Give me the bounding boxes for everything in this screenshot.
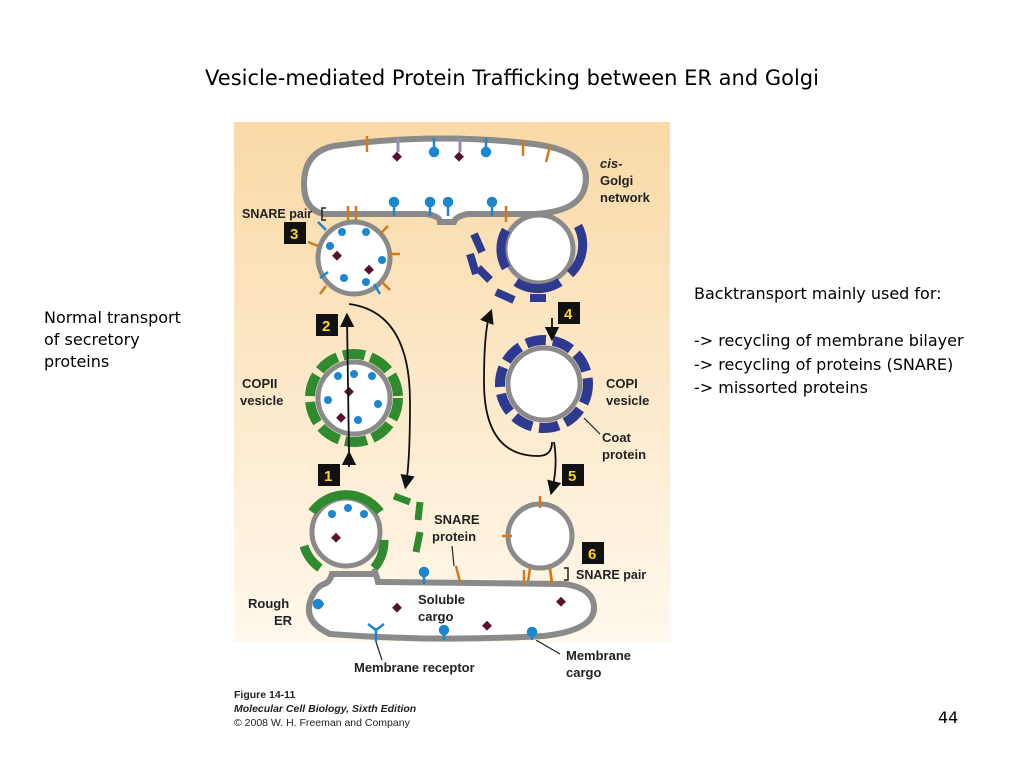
caption-book-title: Molecular Cell Biology, Sixth Edition — [234, 703, 417, 715]
figure-bottom-labels: Membrane receptor Membrane cargo — [354, 640, 631, 680]
free-copii-coat — [392, 492, 424, 553]
arrow-er-to-golgi-2 — [339, 312, 355, 453]
snare-pair-bottom-bracket — [564, 567, 569, 581]
arrow-step-5 — [547, 441, 562, 496]
slide-title: Vesicle-mediated Protein Trafficking bet… — [205, 66, 819, 90]
trafficking-figure: cis- Golgi network SNARE pair 3 4 2 — [234, 122, 670, 644]
er-soluble-cargo-group — [392, 596, 566, 631]
budding-copi-vesicle — [502, 212, 576, 286]
step-4-number: 4 — [564, 306, 573, 323]
snare-protein-label: protein — [432, 529, 476, 544]
arrow-copi-return — [480, 308, 553, 457]
snare-pair-bottom-label: SNARE pair — [576, 568, 646, 582]
caption-copyright: © 2008 W. H. Freeman and Company — [234, 717, 410, 729]
snare-protein-pointer — [451, 545, 455, 567]
step-6-number: 6 — [588, 546, 596, 563]
backtransport-note: Backtransport mainly used for: -> recycl… — [694, 282, 964, 400]
copii-cargo — [324, 370, 382, 424]
retrieved-vesicle — [505, 501, 575, 571]
er-membrane-cargo-group — [312, 566, 538, 640]
membrane-cargo-label: cargo — [566, 665, 601, 680]
figure-caption: Figure 14-11 Molecular Cell Biology, Six… — [234, 688, 416, 730]
fusing-vesicle — [315, 219, 393, 297]
copi-label: vesicle — [606, 393, 649, 408]
copi-coat — [495, 335, 593, 433]
note-line: Normal transport — [44, 308, 181, 327]
cis-golgi-label: Golgi — [600, 173, 633, 188]
step-6-box — [582, 542, 604, 564]
soluble-cargo-label: Soluble — [418, 592, 465, 607]
step-3-number: 3 — [290, 226, 298, 243]
copii-label: vesicle — [240, 393, 283, 408]
membrane-receptor-label: Membrane receptor — [354, 660, 475, 675]
normal-transport-note: Normal transport of secretory proteins — [44, 307, 224, 373]
cis-golgi-membrane — [300, 135, 589, 225]
er-membrane-receptor — [367, 623, 385, 644]
membrane-cargo-pointer — [535, 640, 561, 655]
note-line: proteins — [44, 352, 110, 371]
snare-pair-bracket — [321, 207, 326, 221]
backtransport-item: -> recycling of membrane bilayer — [694, 331, 964, 350]
copi-vesicle — [505, 345, 583, 423]
step-2-number: 2 — [322, 318, 330, 335]
free-copi-coat — [466, 232, 546, 304]
backtransport-item: -> recycling of proteins (SNARE) — [694, 354, 954, 374]
copi-label: COPI — [606, 376, 638, 391]
snare-pair-label: SNARE pair — [242, 207, 312, 221]
caption-figure-number: Figure 14-11 — [234, 689, 296, 701]
budding-copii-coat — [299, 490, 389, 572]
rough-er-label: Rough — [248, 596, 289, 611]
backtransport-heading: Backtransport mainly used for: — [694, 284, 942, 303]
budding-copi-coat — [496, 223, 588, 294]
step-5-box — [562, 464, 584, 486]
step-4-box — [558, 302, 580, 324]
rough-er-label: ER — [274, 613, 293, 628]
step-3-box — [284, 222, 306, 244]
fusing-vesicle-snares — [307, 225, 400, 295]
fusing-vesicle-receptors — [317, 221, 382, 295]
cis-golgi-label: cis- — [600, 156, 622, 171]
coat-protein-pointer — [583, 417, 601, 435]
copii-label: COPII — [242, 376, 277, 391]
membrane-receptor-pointer — [375, 641, 383, 661]
arrow-backtransport-copii — [348, 303, 415, 490]
snare-protein-label: SNARE — [434, 512, 480, 527]
fusing-vesicle-cargo — [326, 228, 386, 286]
step-1-number: 1 — [324, 468, 332, 485]
golgi-snare-group — [346, 136, 552, 222]
trafficking-diagram: cis- Golgi network SNARE pair 3 4 2 — [234, 122, 670, 644]
coat-protein-label: protein — [602, 447, 646, 462]
soluble-cargo-label: cargo — [418, 609, 453, 624]
step-5-number: 5 — [568, 468, 576, 485]
budding-copii-cargo — [328, 504, 368, 518]
golgi-membrane-cargo-group — [388, 138, 498, 216]
page-number: 44 — [938, 708, 959, 727]
rough-er-membrane — [306, 568, 598, 642]
step-1-box — [318, 464, 340, 486]
note-line: of secretory — [44, 330, 140, 349]
backtransport-item: -> missorted proteins — [694, 378, 868, 397]
step-2-box — [316, 314, 338, 336]
membrane-cargo-label: Membrane — [566, 648, 631, 663]
er-snare-group — [454, 565, 554, 585]
copii-coat — [305, 349, 403, 447]
cis-golgi-label: network — [600, 190, 651, 205]
coat-protein-label: Coat — [602, 430, 632, 445]
